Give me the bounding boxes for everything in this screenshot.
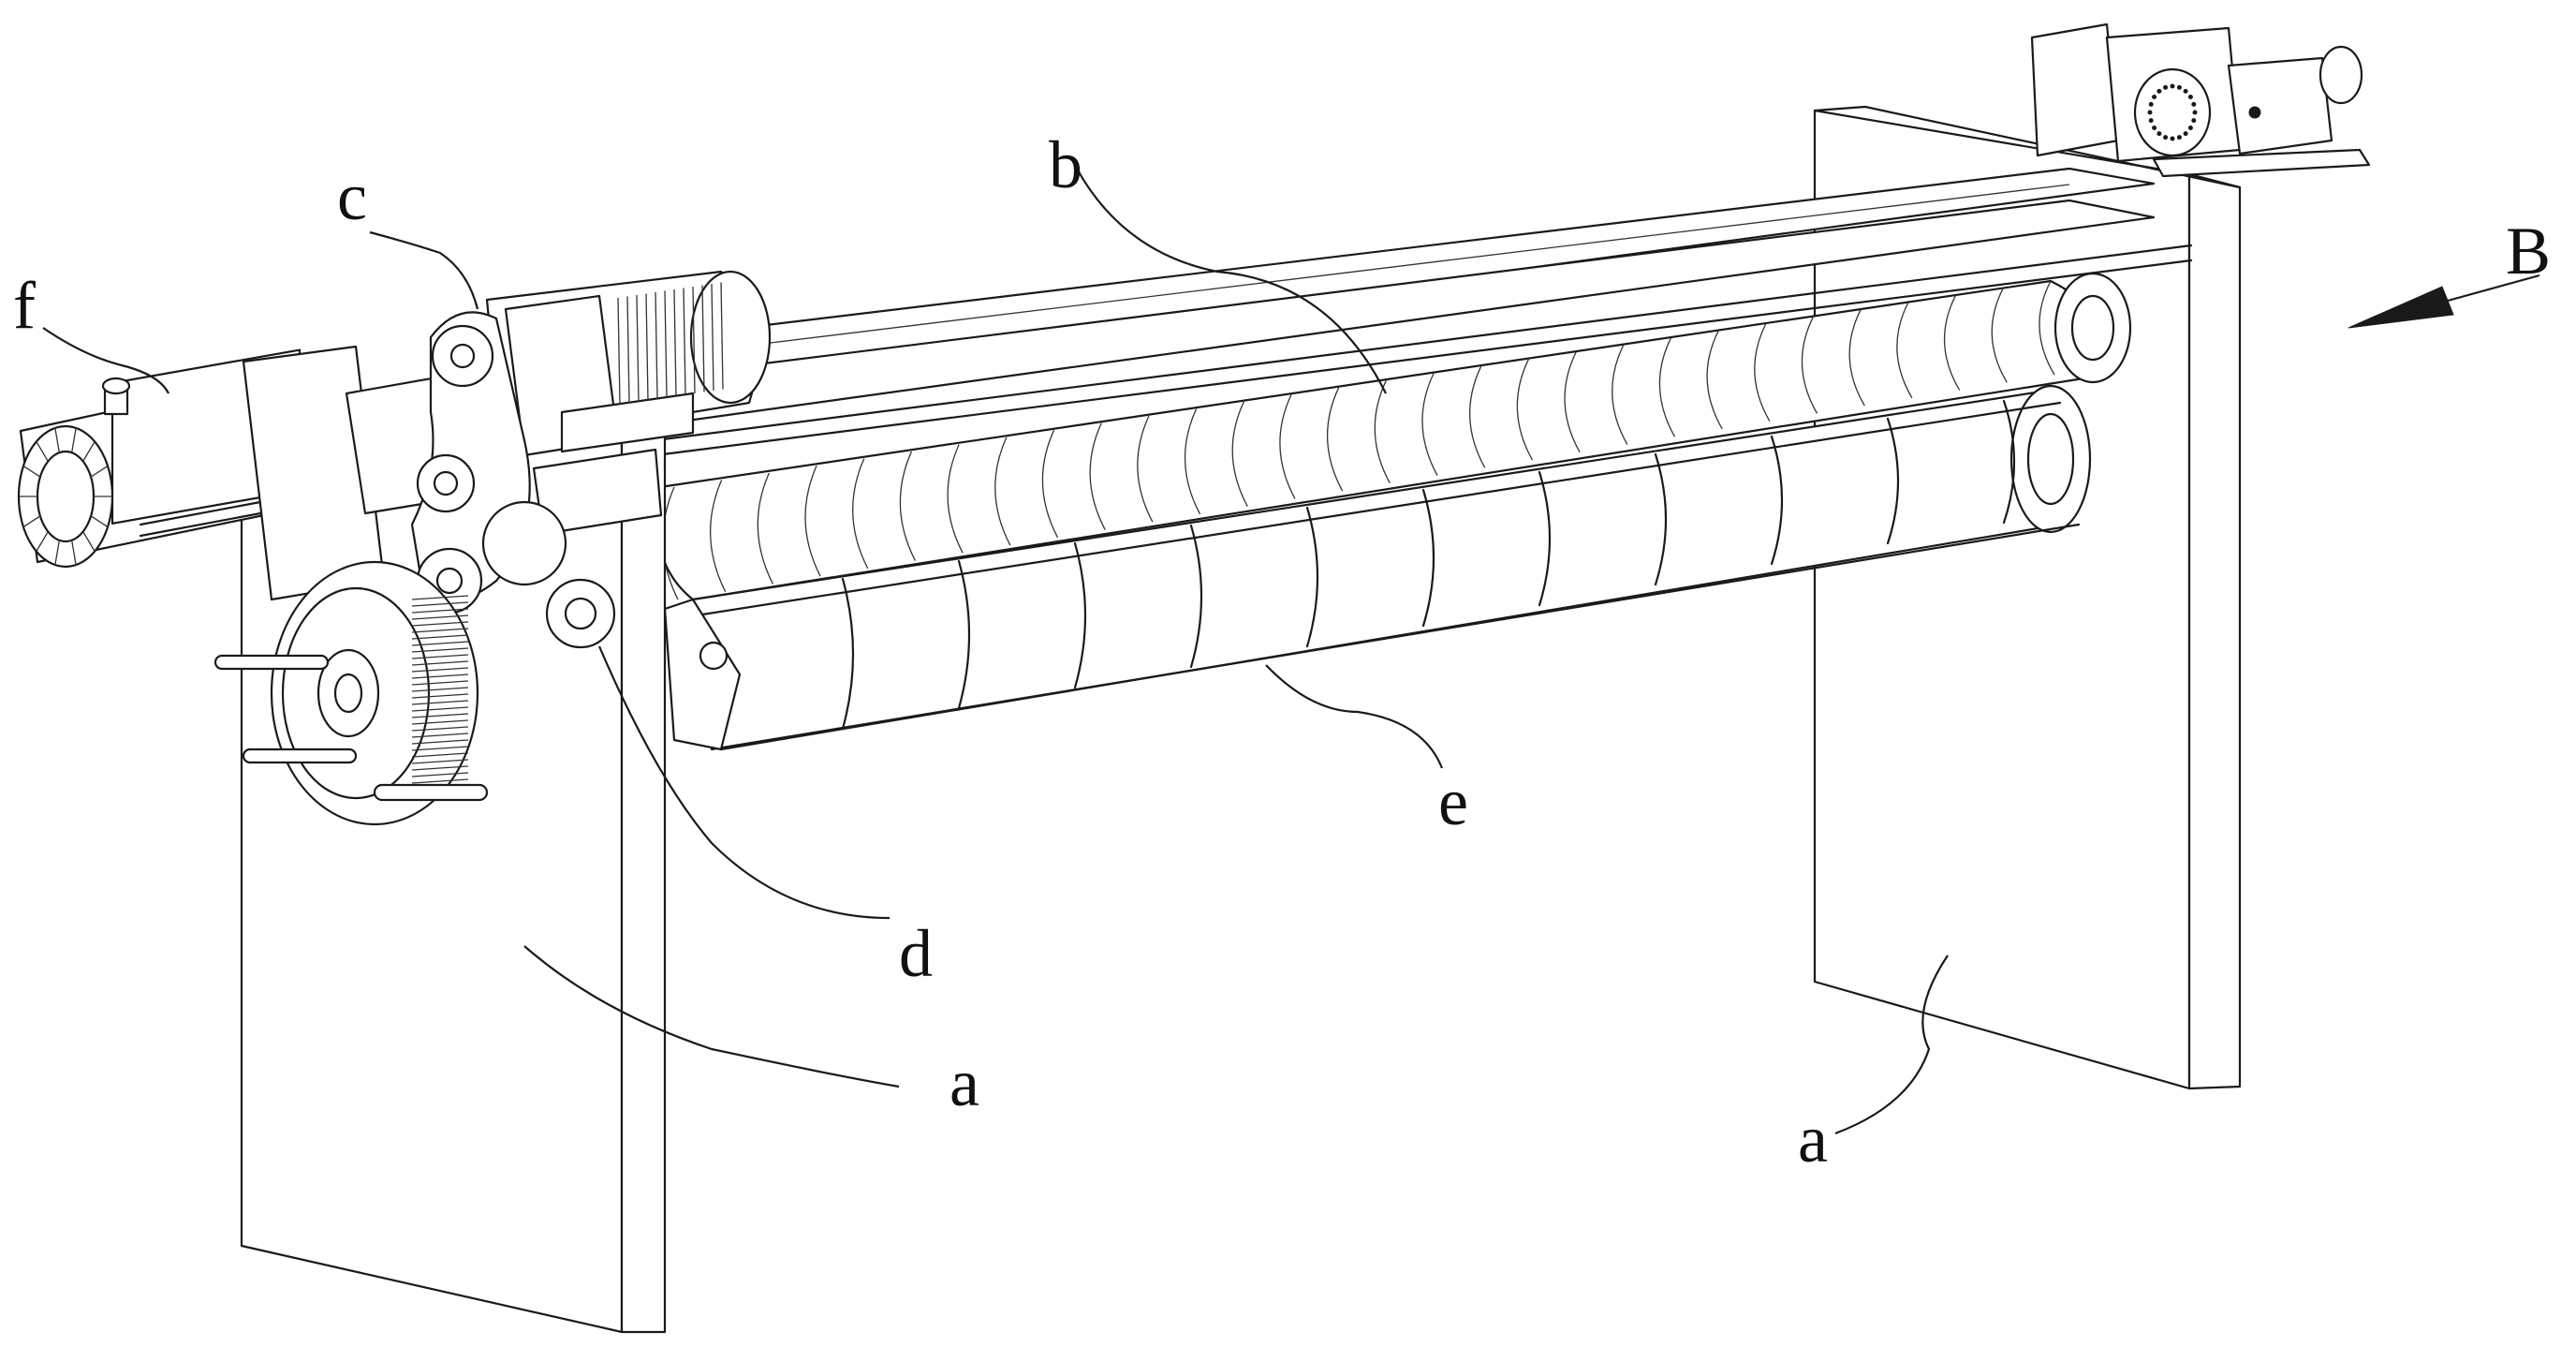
label-a-right: a bbox=[1798, 1102, 1828, 1177]
label-f: f bbox=[13, 268, 36, 343]
label-d: d bbox=[899, 916, 933, 991]
label-B: B bbox=[2506, 214, 2551, 289]
label-a-left: a bbox=[949, 1045, 979, 1120]
label-c: c bbox=[337, 159, 367, 234]
label-e: e bbox=[1438, 764, 1468, 839]
label-b: b bbox=[1049, 127, 1082, 202]
